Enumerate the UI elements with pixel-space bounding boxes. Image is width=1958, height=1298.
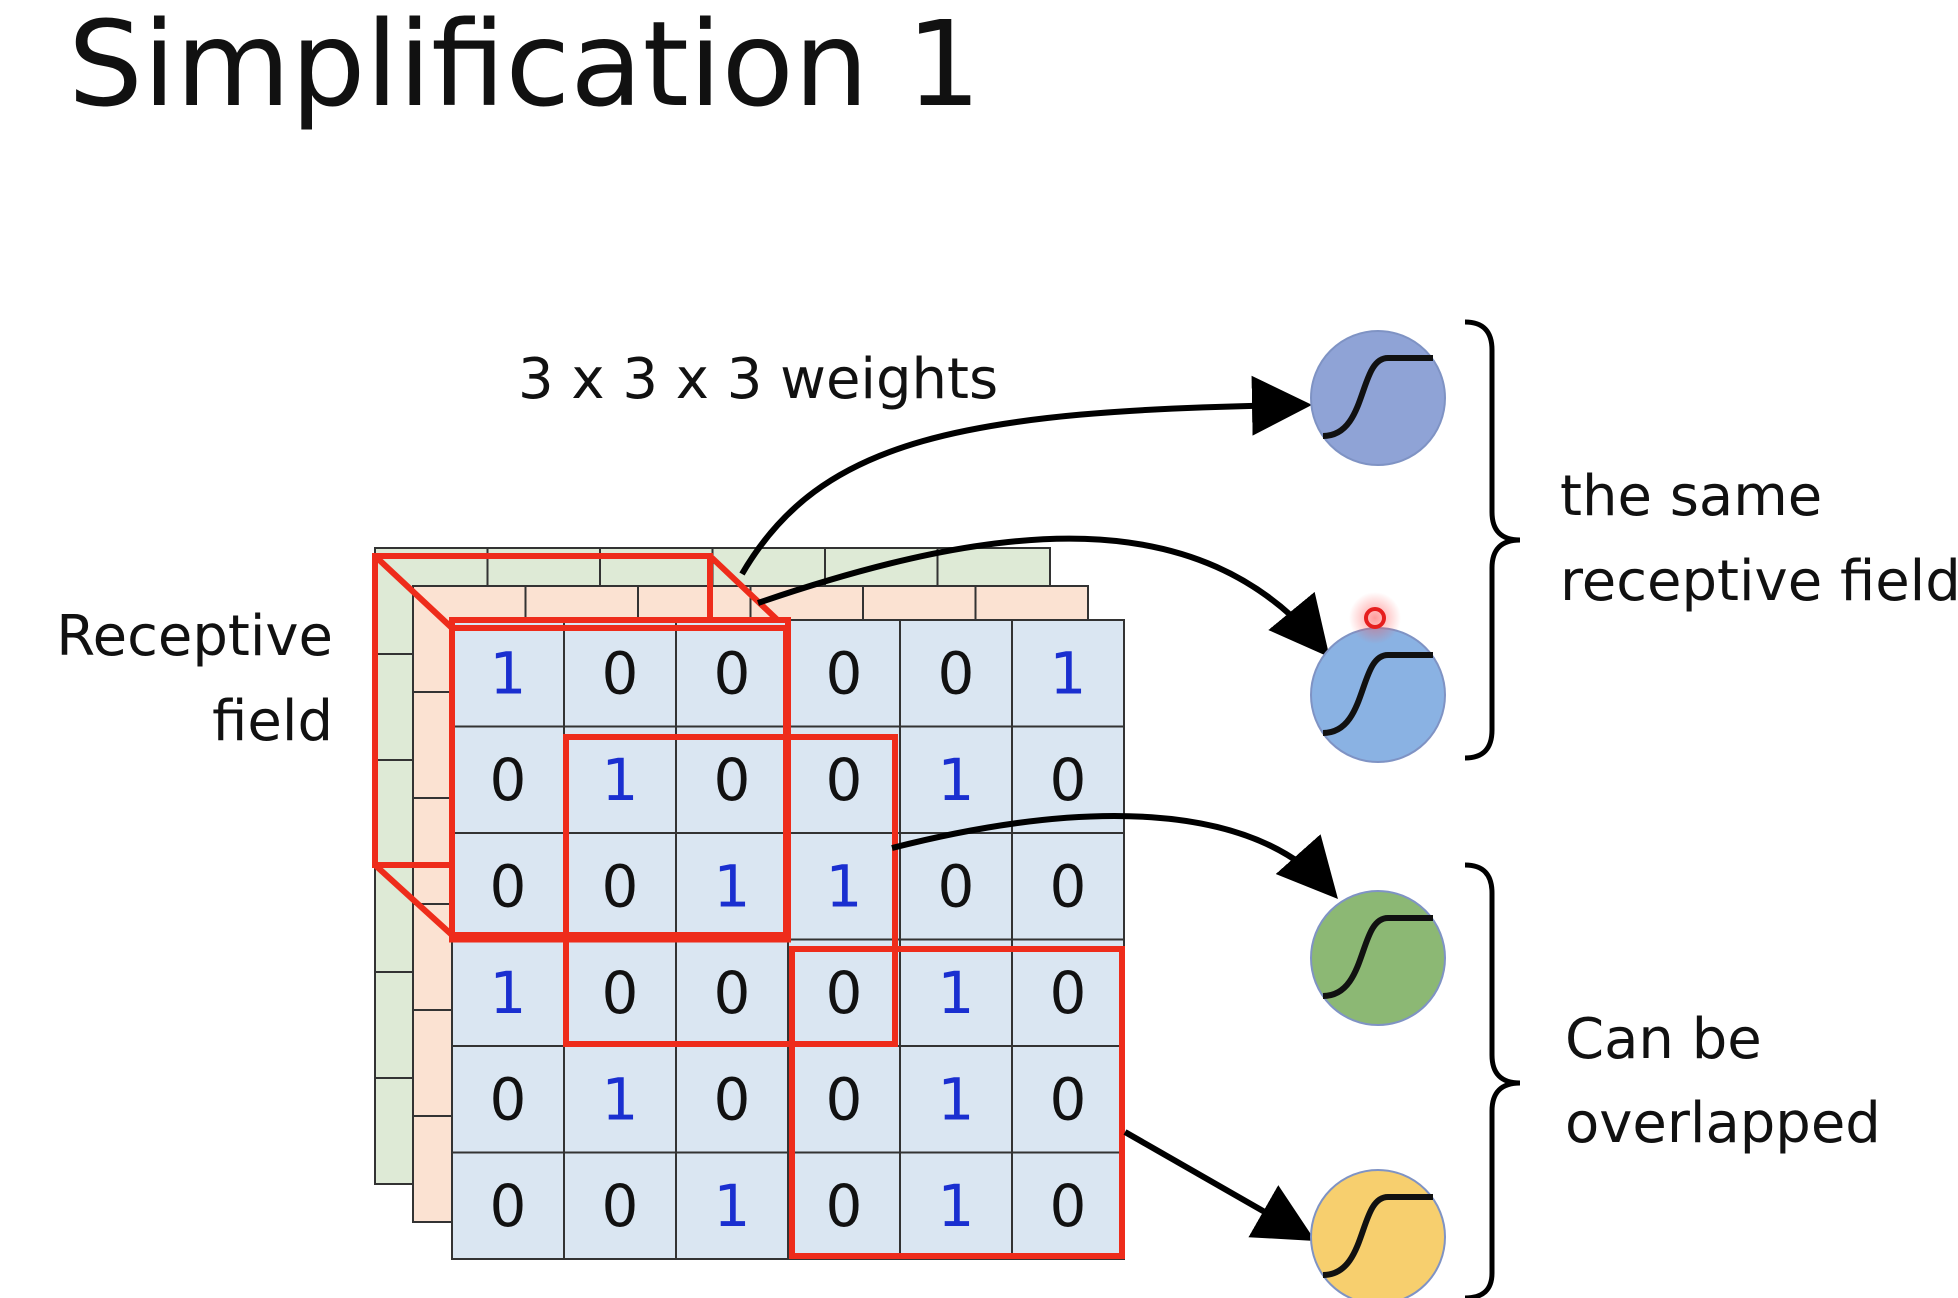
matrix-value: 0 <box>602 639 639 707</box>
matrix-value: 0 <box>490 1065 527 1133</box>
arrow-to-neuron-2 <box>757 535 1330 658</box>
matrix-value: 1 <box>938 1172 975 1240</box>
overlap-label-line-1: Can be <box>1565 1007 1762 1072</box>
matrix-cell <box>1011 619 1125 728</box>
matrix-cell <box>1011 938 1125 1047</box>
matrix-value: 0 <box>1050 852 1087 920</box>
matrix-value: 0 <box>938 852 975 920</box>
matrix-cell <box>675 832 789 941</box>
matrix-value: 1 <box>714 1172 751 1240</box>
matrix-value: 1 <box>490 959 527 1027</box>
neuron-4 <box>1310 1169 1446 1298</box>
matrix-cell <box>675 1151 789 1260</box>
receptive-field-box-2 <box>563 734 898 1047</box>
matrix-value: 1 <box>490 639 527 707</box>
matrix-cell <box>899 938 1013 1047</box>
matrix-value: 0 <box>826 639 863 707</box>
matrix-value: 0 <box>1050 746 1087 814</box>
matrix-cell <box>675 938 789 1047</box>
matrix-value: 1 <box>714 852 751 920</box>
slide-title: Simplification 1 <box>68 0 982 133</box>
matrix-cell <box>675 619 789 728</box>
sigmoid-icon <box>1322 915 1433 999</box>
cursor-dot <box>1349 592 1401 644</box>
matrix-cell <box>563 1045 677 1154</box>
receptive-field-boxes <box>449 625 1125 1259</box>
matrix-value: 0 <box>602 1172 639 1240</box>
matrix-value: 0 <box>826 959 863 1027</box>
input-matrix-grid <box>451 619 1125 1260</box>
matrix-value: 1 <box>602 1065 639 1133</box>
matrix-value: 0 <box>602 959 639 1027</box>
matrix-value: 0 <box>714 959 751 1027</box>
neuron-1 <box>1310 330 1446 466</box>
receptive-field-box-3 <box>789 946 1125 1259</box>
matrix-value: 0 <box>826 746 863 814</box>
matrix-value: 0 <box>826 1172 863 1240</box>
same-field-label-line-1: the same <box>1560 464 1822 529</box>
weights-label: 3 x 3 x 3 weights <box>518 347 998 412</box>
matrix-value: 1 <box>938 1065 975 1133</box>
matrix-value: 0 <box>714 639 751 707</box>
matrix-cell <box>899 1045 1013 1154</box>
sigmoid-icon <box>1322 652 1433 736</box>
connection-arrows <box>739 375 1338 1241</box>
matrix-cell <box>787 1151 901 1260</box>
matrix-value: 0 <box>714 746 751 814</box>
arrow-to-neuron-4 <box>1123 1129 1316 1241</box>
neuron-3 <box>1310 890 1446 1026</box>
neuron-2 <box>1310 627 1446 763</box>
receptive-field-label-line-1: Receptive <box>56 604 333 669</box>
matrix-cell <box>899 725 1013 834</box>
matrix-value: 0 <box>1050 959 1087 1027</box>
arrow-to-neuron-3 <box>891 813 1338 899</box>
receptive-field-box-1 <box>449 625 789 938</box>
arrow-to-neuron-1 <box>739 375 1312 576</box>
brace-same-field <box>1464 319 1521 761</box>
matrix-value: 0 <box>490 1172 527 1240</box>
overlap-label-line-2: overlapped <box>1565 1091 1881 1156</box>
matrix-value: 0 <box>1050 1172 1087 1240</box>
matrix-value: 0 <box>602 852 639 920</box>
sigmoid-icon <box>1322 355 1433 439</box>
receptive-field-cube-edges <box>372 553 789 938</box>
matrix-value: 1 <box>826 852 863 920</box>
matrix-value: 1 <box>938 746 975 814</box>
matrix-value: 0 <box>490 852 527 920</box>
matrix-value: 0 <box>938 639 975 707</box>
matrix-cell <box>563 1151 677 1260</box>
matrix-value: 1 <box>1050 639 1087 707</box>
matrix-value: 0 <box>826 1065 863 1133</box>
brace-overlap <box>1464 862 1521 1298</box>
same-field-label-line-2: receptive field <box>1560 549 1958 614</box>
receptive-field-label-line-2: field <box>212 689 333 754</box>
neuron-column <box>1310 330 1446 1298</box>
matrix-value: 0 <box>1050 1065 1087 1133</box>
matrix-value: 1 <box>938 959 975 1027</box>
matrix-value: 0 <box>490 746 527 814</box>
matrix-value: 0 <box>714 1065 751 1133</box>
sigmoid-icon <box>1322 1194 1433 1278</box>
matrix-value: 1 <box>602 746 639 814</box>
